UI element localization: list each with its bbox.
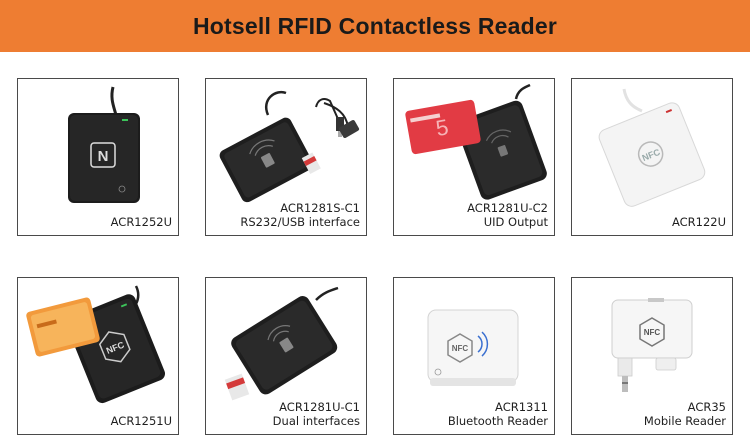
reader-image: NFC [611,298,693,392]
nfc-mark: NFC [452,344,469,353]
reader-image [219,90,360,203]
product-card-acr1281s-c1[interactable]: ACR1281S-C1 RS232/USB interface [205,78,367,236]
product-card-acr35[interactable]: NFC ACR35 Mobile Reader [571,277,733,435]
product-caption: ACR1281U-C1 Dual interfaces [273,400,360,428]
product-caption: ACR1281S-C1 RS232/USB interface [240,201,360,229]
product-caption: ACR1281U-C2 UID Output [467,201,548,229]
page-title: Hotsell RFID Contactless Reader [192,12,558,39]
product-model: ACR1281U-C1 [279,400,360,414]
product-card-acr1311[interactable]: NFC ACR1311 Bluetooth Reader [393,277,555,435]
product-model: ACR1311 [495,400,548,414]
product-card-acr1281u-c1[interactable]: ACR1281U-C1 Dual interfaces [205,277,367,435]
product-caption: ACR1311 Bluetooth Reader [448,400,548,428]
product-description: RS232/USB interface [240,215,360,229]
product-caption: ACR35 Mobile Reader [644,400,726,428]
reader-image: N [68,86,140,203]
product-card-acr1251u[interactable]: NFC ACR1251U [17,277,179,435]
reader-image: NFC [427,309,519,386]
reader-image: 5 [405,83,547,200]
product-card-acr1252u[interactable]: N ACR1252U [17,78,179,236]
reader-image: NFC [26,285,165,404]
product-description: Dual interfaces [272,414,360,428]
product-model: ACR122U [671,215,726,229]
product-card-acr1281u-c2[interactable]: 5 ACR1281U-C2 UID Output [393,78,555,236]
product-description: Mobile Reader [643,414,726,428]
reader-image: NFC [598,88,706,207]
product-description: UID Output [483,215,548,229]
product-model: ACR1251U [110,414,172,428]
product-description: Bluetooth Reader [447,414,548,428]
product-caption: ACR1251U [111,414,172,428]
reader-image [224,286,339,401]
product-card-acr122u[interactable]: NFC ACR122U [571,78,733,236]
product-model: ACR35 [687,400,726,414]
card-print: 5 [434,114,450,141]
n-mark: N [98,148,109,165]
product-caption: ACR1252U [111,215,172,229]
product-model: ACR1281U-C2 [467,201,548,215]
header-banner: Hotsell RFID Contactless Reader [0,0,750,52]
product-model: ACR1281S-C1 [280,201,360,215]
product-model: ACR1252U [110,215,172,229]
product-caption: ACR122U [672,215,726,229]
nfc-mark: NFC [644,328,661,337]
